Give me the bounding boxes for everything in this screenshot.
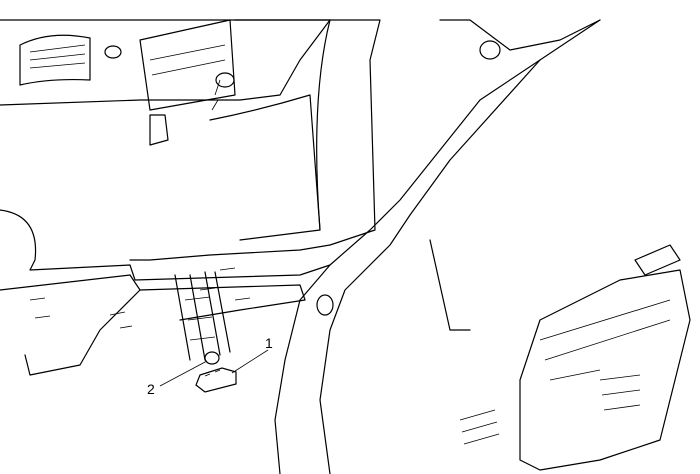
instrument-panel bbox=[0, 19, 331, 146]
fastener-assembly bbox=[195, 351, 237, 393]
callout-label-1: 1 bbox=[265, 335, 273, 351]
callout-label-2: 2 bbox=[147, 381, 155, 397]
console-trim bbox=[129, 19, 381, 261]
callout-1-leader bbox=[231, 349, 269, 374]
side-trim bbox=[274, 19, 691, 474]
callout-2-leader bbox=[159, 360, 208, 387]
support-bracket bbox=[174, 271, 231, 361]
